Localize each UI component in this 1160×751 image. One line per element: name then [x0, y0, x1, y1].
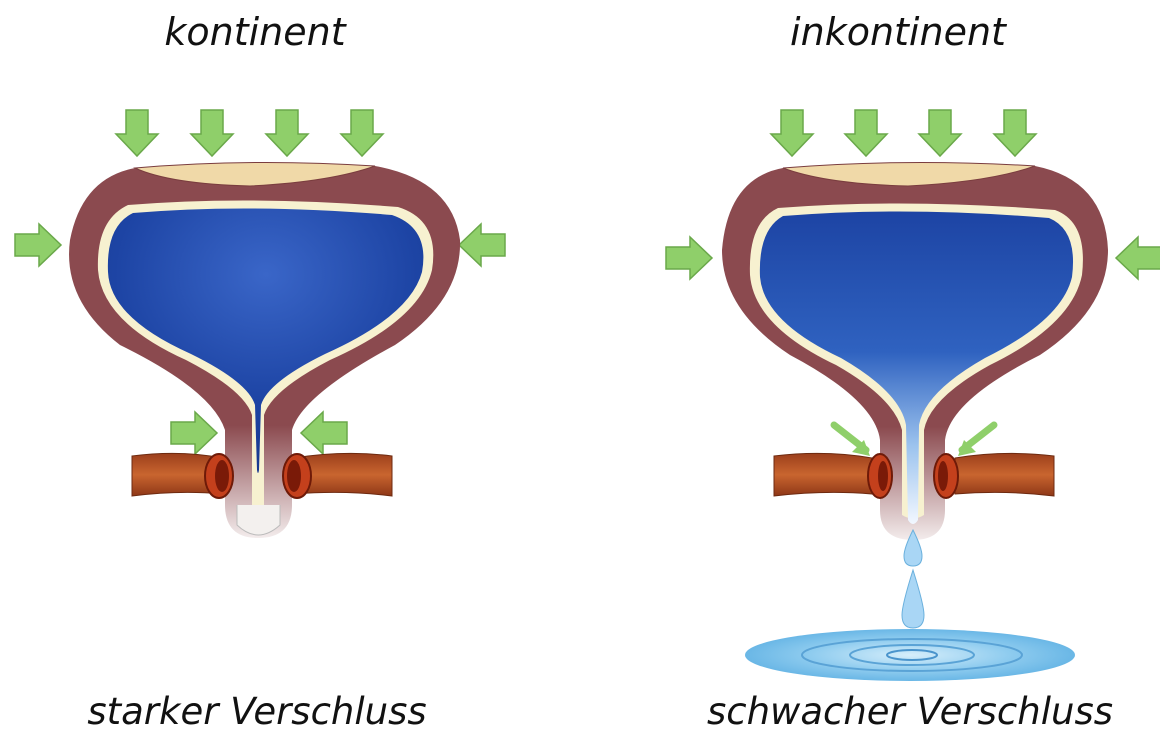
left-panel-caption: starker Verschluss	[87, 690, 426, 733]
pressure-arrow-icon	[341, 110, 383, 156]
pressure-arrow-icon	[266, 110, 308, 156]
weak-arrow-right	[958, 425, 994, 456]
pressure-arrow-icon	[116, 110, 158, 156]
pressure-arrow-icon	[994, 110, 1036, 156]
pressure-arrow-icon	[845, 110, 887, 156]
water-drop-icon	[902, 570, 924, 628]
pressure-arrow-icon	[15, 224, 61, 266]
pressure-arrow-icon	[459, 224, 505, 266]
pressure-arrow-icon	[919, 110, 961, 156]
left-bladder-diagram	[15, 110, 505, 538]
pressure-arrow-icon	[171, 412, 217, 454]
pressure-arrow-icon	[301, 412, 347, 454]
pressure-arrow-icon	[191, 110, 233, 156]
pressure-arrow-icon	[1116, 237, 1160, 279]
right-bladder-diagram	[666, 110, 1160, 681]
pelvic-muscle-left	[774, 453, 872, 496]
puddle-icon	[745, 629, 1075, 681]
pelvic-muscle-right	[955, 453, 1054, 496]
weak-arrow-left	[834, 425, 870, 456]
right-panel-caption: schwacher Verschluss	[707, 690, 1113, 733]
pressure-arrow-icon	[666, 237, 712, 279]
pressure-arrow-icon	[771, 110, 813, 156]
